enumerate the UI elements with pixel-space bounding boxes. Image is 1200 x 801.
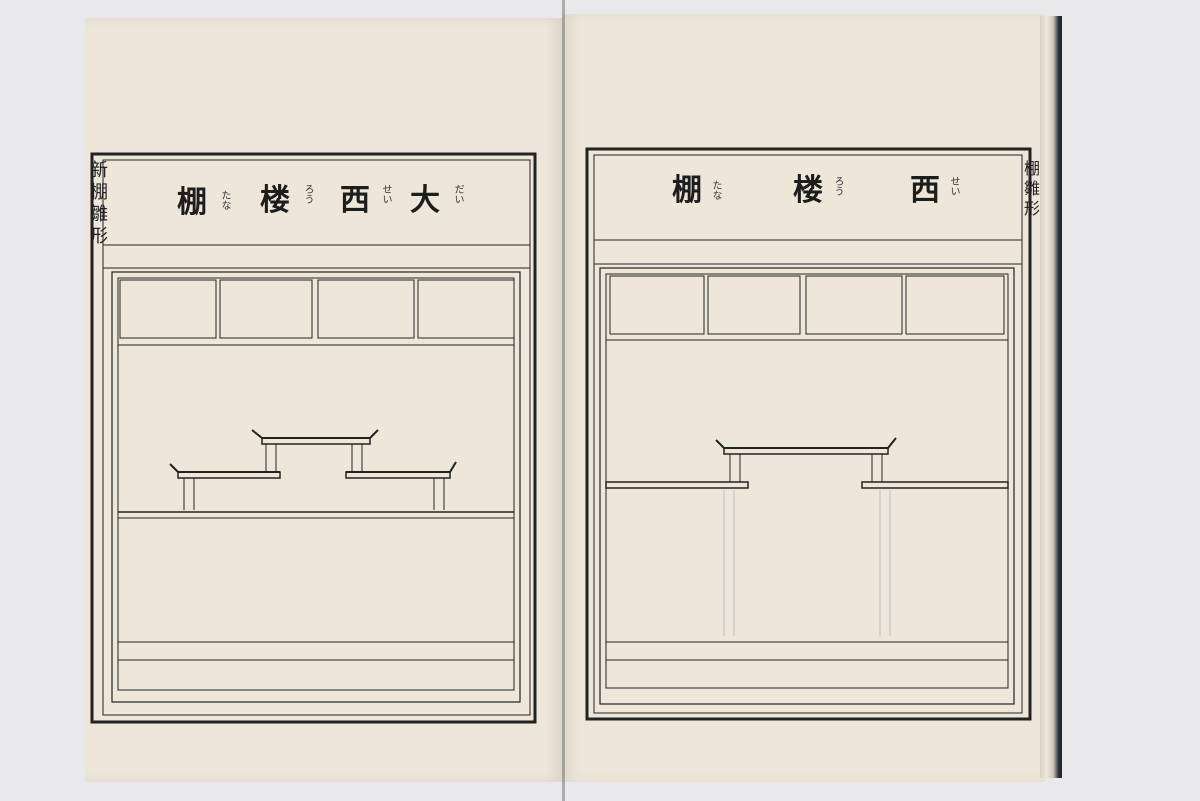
- left-page: [85, 18, 563, 782]
- left-margin-title: 新棚雛形: [87, 160, 108, 248]
- ruby: せい: [948, 176, 959, 196]
- ruby: たな: [710, 180, 721, 200]
- title-char: 西: [340, 183, 370, 218]
- right-frame: [585, 147, 1032, 721]
- page-edges: [1040, 16, 1062, 778]
- left-frame: [90, 152, 537, 724]
- ruby: せい: [380, 184, 391, 204]
- ruby: ろう: [832, 176, 843, 196]
- right-margin-title: 棚雛形: [1021, 160, 1040, 220]
- right-page: [563, 14, 1045, 782]
- book-spine: [562, 0, 565, 801]
- ruby: たな: [219, 190, 230, 210]
- title-char: 西: [910, 173, 940, 208]
- title-char: 棚: [672, 173, 702, 208]
- ruby: だい: [452, 184, 463, 204]
- ruby: ろう: [302, 184, 313, 204]
- title-char: 楼: [793, 173, 823, 208]
- title-char: 大: [410, 183, 440, 218]
- title-char: 棚: [177, 185, 207, 220]
- title-char: 楼: [260, 183, 290, 218]
